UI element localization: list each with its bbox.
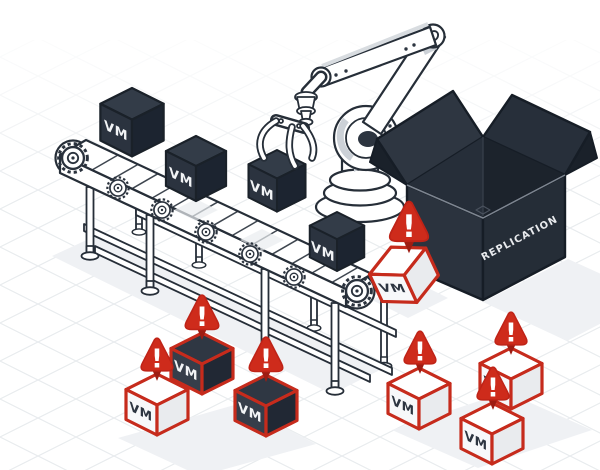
conveyor-cubes: VM VM VM VM (99, 86, 366, 272)
vm-cube-label: VM (377, 282, 409, 296)
box-interior (407, 137, 483, 218)
robot-gripper-claw (256, 114, 318, 170)
robot-arm (294, 22, 447, 224)
frame-rail-low (94, 245, 371, 383)
box-right-flap (481, 93, 592, 177)
replication-box: REPLICATION (369, 89, 598, 302)
failed-cubes-right: VM VM VM (386, 311, 544, 466)
box-left-flap (375, 89, 485, 187)
falling-vm-cube: VM (361, 200, 447, 317)
frame-rail-mid (83, 223, 393, 376)
failed-cubes-left: VM VM VM (124, 294, 299, 438)
